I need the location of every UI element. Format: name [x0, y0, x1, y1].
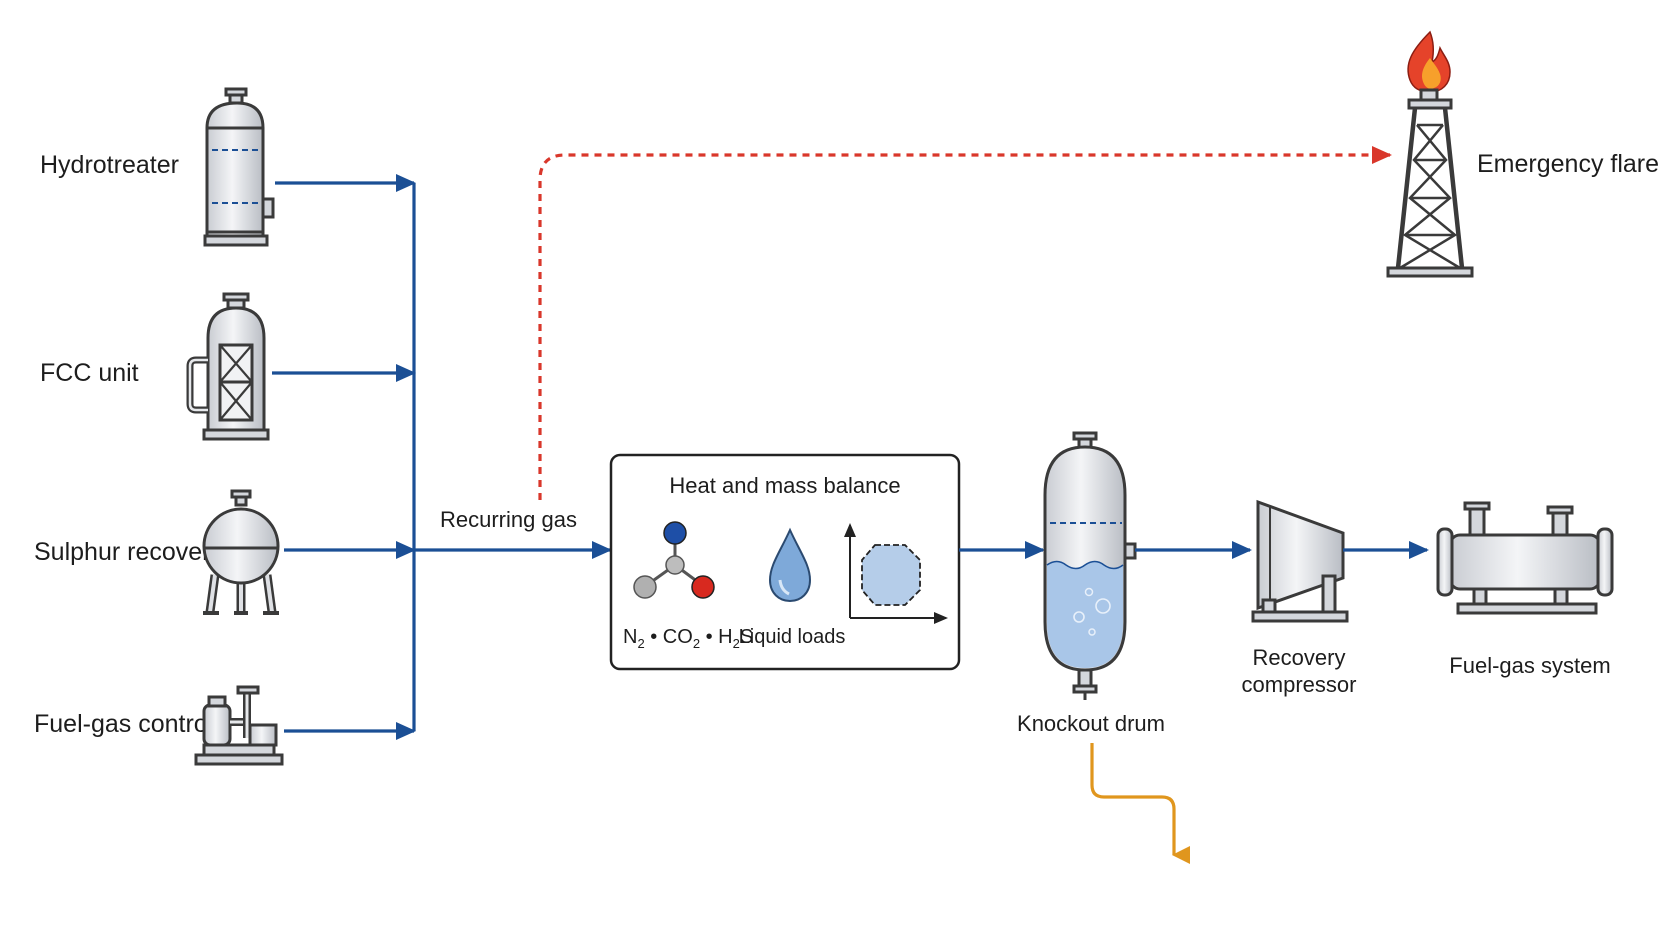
fcc-reactor-icon [186, 292, 270, 441]
emergency-flare-icon [1386, 30, 1474, 278]
gas-composition-caption: N2 • CO2 • H2S [623, 626, 753, 651]
source-flow-lines [272, 174, 416, 740]
compressor-label-line2: compressor [1242, 672, 1357, 697]
source-label-fcc: FCC unit [40, 359, 139, 387]
knockout-drum-label: Knockout drum [1017, 711, 1165, 736]
fuelgas-system-label: Fuel-gas system [1449, 653, 1610, 678]
compressor-label-line1: Recovery [1253, 645, 1346, 670]
balance-box: Heat and mass balance N2 • CO2 • H2S Liq… [609, 453, 961, 671]
source-label-fuelgas-control: Fuel-gas control [34, 710, 213, 738]
knockout-drum-icon [1043, 431, 1137, 700]
emergency-flare-label: Emergency flare [1477, 150, 1659, 178]
source-label-hydrotreater: Hydrotreater [40, 151, 179, 179]
balance-box-title: Heat and mass balance [669, 473, 900, 498]
recurring-gas-label: Recurring gas [440, 507, 577, 532]
source-label-sulphur: Sulphur recovery [34, 538, 223, 566]
flare-relief-line [538, 146, 1392, 500]
sphere-vessel-icon [202, 489, 280, 615]
liquid-drain-line [1090, 743, 1190, 864]
liquid-loads-caption: Liquid loads [739, 626, 846, 648]
phase-envelope-icon [844, 523, 948, 624]
molecule-icon [633, 521, 715, 599]
liquid-drop-icon [768, 527, 812, 603]
control-skid-icon [194, 685, 284, 766]
fuelgas-system-icon [1436, 501, 1614, 615]
hydrotreater-column-icon [203, 87, 275, 247]
recovery-compressor-icon [1251, 499, 1349, 623]
